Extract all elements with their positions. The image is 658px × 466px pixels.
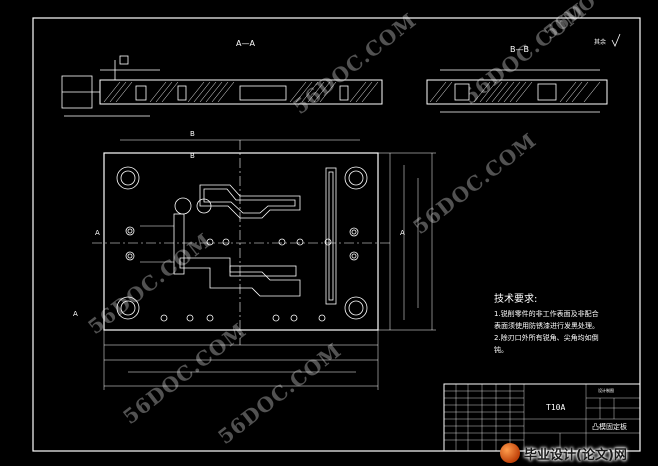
plan-view: A A A B B xyxy=(73,130,436,390)
section-view-aa: A—A xyxy=(61,39,383,117)
corner-hole xyxy=(344,296,368,320)
section-marker-b: B xyxy=(190,152,195,160)
plate-outline xyxy=(103,152,379,331)
section-bb-title: B—B xyxy=(510,45,529,54)
roughness-note: 其余 xyxy=(594,38,606,46)
punch-cavity xyxy=(199,184,301,219)
watermark-text: 56DOC.COM xyxy=(213,338,346,449)
section-marker-a: A xyxy=(400,229,405,237)
brand-stamp: 毕业设计(论文)网 xyxy=(500,440,658,466)
section-aa-title: A—A xyxy=(236,39,255,48)
watermark-text: 56DOC.COM xyxy=(83,228,216,339)
section-marker-a: A xyxy=(95,229,100,237)
material-label: T10A xyxy=(546,403,565,412)
corner-hole xyxy=(116,166,140,190)
tech-requirement-line: 1.锐削零件的非工作表面及非配合 xyxy=(494,309,599,318)
watermark-text: 56DOC.COM xyxy=(288,8,421,119)
brand-label: 毕业设计(论文)网 xyxy=(524,447,627,463)
corner-hole xyxy=(344,166,368,190)
section-view-bb: B—B 其余 xyxy=(426,33,621,113)
punch-cavity xyxy=(179,257,301,297)
tech-requirement-line: 表面须使用防锈漆进行发黑处理。 xyxy=(494,321,599,330)
tech-requirements-title: 技术要求: xyxy=(494,292,537,305)
tech-requirement-line: 钝。 xyxy=(494,345,508,354)
section-marker-b: B xyxy=(190,130,195,138)
title-block xyxy=(443,383,641,452)
globe-logo-icon xyxy=(500,443,520,463)
tech-requirement-line: 2.除刃口外所有锐角、尖角均如倒 xyxy=(494,333,599,342)
corner-hole xyxy=(116,296,140,320)
drawing-frame xyxy=(32,17,641,452)
watermark-layer: 56DOC.COM 56DOC.COM 56DOC.COM 56DOC.COM … xyxy=(83,0,658,449)
slot-cavity xyxy=(325,167,337,305)
hatch-aa xyxy=(103,81,379,103)
watermark-text: 56DOC.COM xyxy=(118,318,251,429)
watermark-text: 56DOC.COM xyxy=(408,128,541,239)
part-name-label: 凸模固定板 xyxy=(592,422,627,431)
section-marker-a: A xyxy=(73,310,78,318)
school-tag: 设计制图 xyxy=(598,387,614,393)
slot-cavity xyxy=(173,213,185,275)
tech-requirements: 技术要求: 1.锐削零件的非工作表面及非配合 表面须使用防锈漆进行发黑处理。 2… xyxy=(494,292,599,354)
roughness-symbol-icon xyxy=(611,33,621,47)
